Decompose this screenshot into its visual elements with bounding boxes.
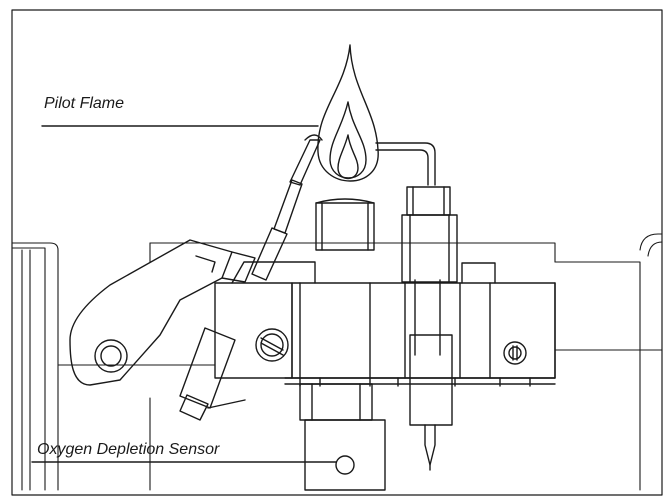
pilot-flame-icon (317, 44, 379, 182)
right-nut-icon (503, 341, 527, 365)
injector-body (179, 327, 246, 421)
background-housing (11, 233, 663, 491)
thermocouple-tube (251, 134, 323, 281)
gas-inlet-tube (299, 383, 386, 491)
diagram-frame (11, 9, 663, 496)
pilot-flame-label: Pilot Flame (44, 95, 124, 112)
sensor-probe (409, 334, 453, 471)
pilot-main-block (214, 261, 556, 387)
oxygen-depletion-sensor-label: Oxygen Depletion Sensor (37, 441, 220, 458)
ignition-wire (375, 142, 436, 186)
pilot-burner-hood (315, 198, 375, 251)
ods-bracket (69, 239, 256, 386)
ignition-electrode (401, 186, 458, 356)
screw-icon (255, 328, 289, 362)
